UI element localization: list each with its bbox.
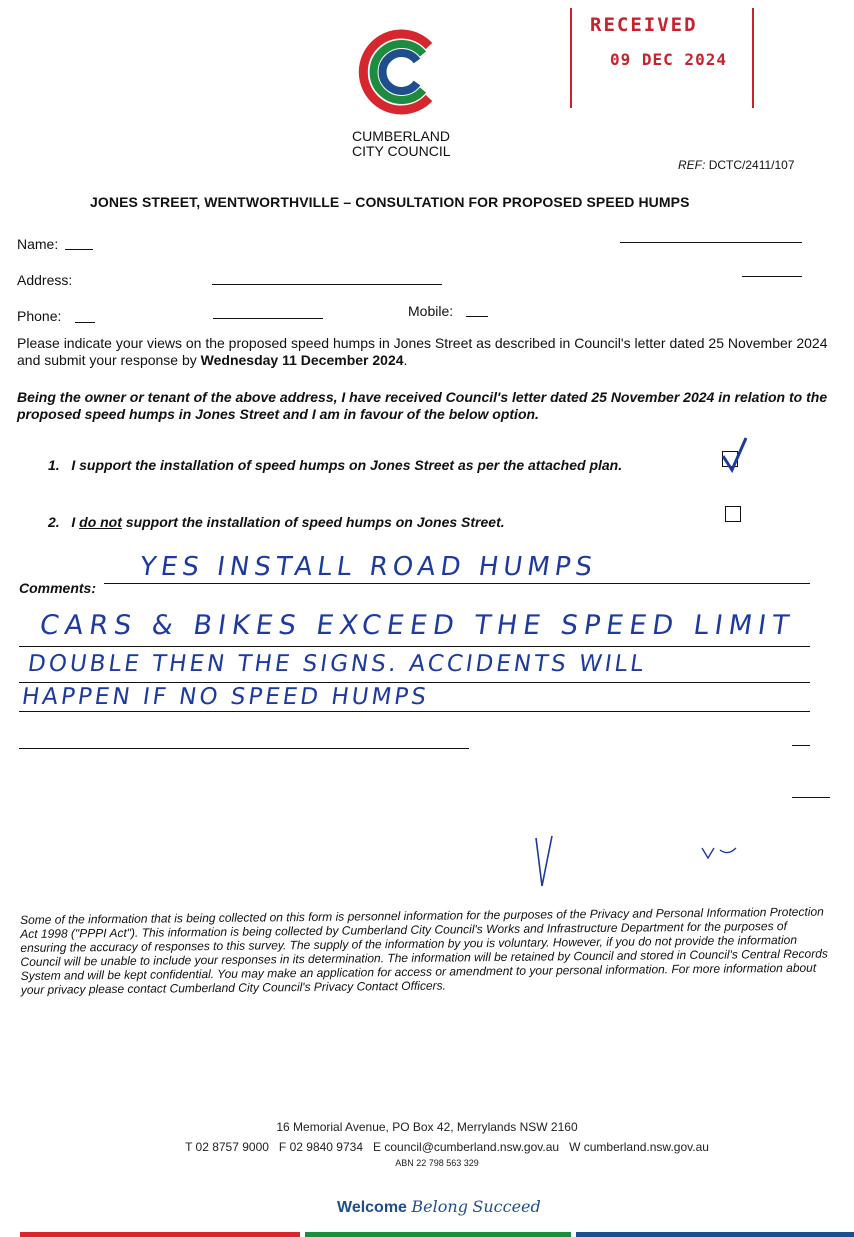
option-2-text-a: I	[71, 514, 80, 530]
footer-contacts: T 02 8757 9000 F 02 9840 9734 E council@…	[185, 1140, 709, 1154]
option-1-number: 1.	[48, 457, 60, 473]
option-1-text-b: as per the attached plan.	[454, 457, 623, 473]
council-name-line1: CUMBERLAND	[352, 128, 451, 144]
tagline-welcome: Welcome	[337, 1199, 407, 1216]
tagline-succeed: Succeed	[472, 1197, 541, 1216]
name-field[interactable]	[65, 249, 93, 250]
checkmark-icon	[721, 437, 748, 474]
council-name-line2: CITY COUNCIL	[352, 143, 451, 159]
footer-bar-green	[305, 1232, 571, 1237]
comments-line-3[interactable]	[19, 682, 810, 683]
handwritten-comment-3: DOUBLE THEN THE SIGNS. ACCIDENTS WILL	[26, 651, 648, 677]
intro-end: .	[403, 352, 408, 368]
comments-label: Comments:	[19, 580, 97, 596]
page-title: JONES STREET, WENTWORTHVILLE – CONSULTAT…	[90, 194, 690, 210]
declaration: Being the owner or tenant of the above a…	[17, 389, 828, 422]
address-field[interactable]	[212, 284, 442, 285]
intro-text: Please indicate your views on the propos…	[17, 335, 828, 368]
comments-line-2[interactable]	[19, 646, 810, 647]
comments-line-1[interactable]	[104, 583, 810, 584]
option-1: 1. I support the installation of speed h…	[48, 457, 622, 473]
intro-paragraph: Please indicate your views on the propos…	[17, 335, 829, 369]
council-logo-icon	[358, 29, 433, 115]
address-label: Address:	[17, 272, 73, 288]
ref-value: DCTC/2411/107	[708, 158, 795, 172]
council-name: CUMBERLAND CITY COUNCIL	[352, 129, 451, 159]
ref-label: REF:	[678, 158, 706, 172]
handwritten-comment-1: YES INSTALL ROAD HUMPS	[137, 552, 600, 582]
comments-line-4[interactable]	[19, 711, 810, 712]
stamp-date: 09 DEC 2024	[610, 50, 727, 69]
comments-line-5-right[interactable]	[792, 745, 810, 746]
address-field-right[interactable]	[742, 276, 802, 277]
footer-abn: ABN 22 798 563 329	[395, 1158, 479, 1168]
pen-mark-icon	[535, 835, 737, 887]
option-2-number: 2.	[48, 514, 60, 530]
phone-field[interactable]	[75, 322, 95, 323]
tagline: Welcome Belong Succeed	[337, 1197, 541, 1217]
mobile-field[interactable]	[466, 316, 488, 317]
name-label: Name:	[17, 236, 59, 252]
comments-line-5[interactable]	[19, 748, 469, 749]
reference-number: REF: DCTC/2411/107	[678, 158, 795, 172]
footer-bar-red	[20, 1232, 300, 1237]
name-field-right[interactable]	[620, 242, 802, 243]
privacy-notice: Some of the information that is being co…	[20, 904, 828, 997]
option-2: 2. I do not support the installation of …	[48, 514, 505, 530]
option-1-text-a: I support the installation of speed hump…	[71, 457, 455, 473]
handwritten-comment-4: HAPPEN IF NO SPEED HUMPS	[20, 684, 431, 710]
footer-bar-blue	[576, 1232, 854, 1237]
handwritten-comment-2: CARS & BIKES EXCEED THE SPEED LIMIT	[37, 610, 797, 641]
comments-line-6-right[interactable]	[792, 797, 830, 798]
option-2-text-underlined: do not	[79, 514, 122, 530]
intro-deadline: Wednesday 11 December 2024	[200, 352, 404, 368]
tagline-belong: Belong	[411, 1197, 468, 1216]
phone-field-2[interactable]	[213, 318, 323, 319]
option-2-text-b: support the installation of speed humps …	[121, 514, 505, 530]
mobile-label: Mobile:	[408, 303, 454, 319]
footer-address: 16 Memorial Avenue, PO Box 42, Merryland…	[276, 1120, 578, 1134]
phone-label: Phone:	[17, 308, 62, 324]
received-stamp: RECEIVED 09 DEC 2024	[570, 8, 754, 108]
option-2-checkbox[interactable]	[725, 506, 741, 522]
stamp-title: RECEIVED	[590, 14, 698, 36]
